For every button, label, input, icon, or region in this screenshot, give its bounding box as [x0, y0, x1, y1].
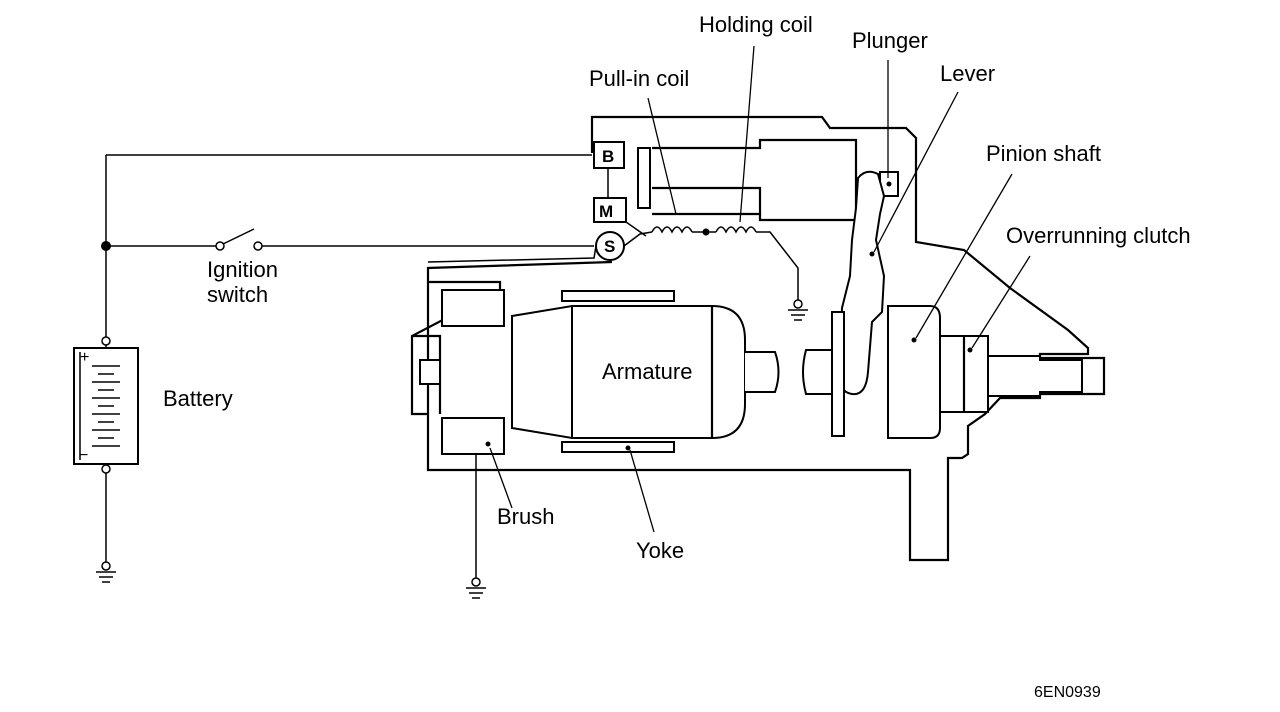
pinion-tip	[987, 355, 1083, 397]
armature-part	[511, 304, 780, 440]
overrunning-clutch-part	[939, 335, 989, 413]
coil-junction-dot	[702, 228, 710, 236]
lever-part	[838, 170, 886, 396]
coil-ground-symbol	[788, 299, 808, 321]
lever-label: Lever	[940, 61, 995, 86]
pull-in-coil-label: Pull-in coil	[589, 66, 689, 91]
holding-coil-symbol	[708, 226, 799, 300]
terminal-m-label: M	[599, 202, 613, 221]
brush-upper	[441, 289, 505, 327]
battery-ground-symbol	[96, 561, 116, 583]
brush-ground-symbol	[466, 577, 486, 599]
pinion-shaft-part	[887, 305, 941, 439]
yoke-upper	[561, 290, 675, 302]
yoke-label: Yoke	[636, 538, 684, 563]
pull-in-coil-symbol	[623, 226, 704, 247]
leader-lines	[489, 45, 1031, 533]
battery-minus-sign: −	[79, 447, 88, 464]
battery-symbol: + −	[73, 336, 139, 474]
pinion-shaft-label: Pinion shaft	[986, 141, 1101, 166]
ignition-switch-label-line1: Ignition	[207, 257, 278, 282]
solenoid	[637, 138, 858, 222]
battery-plus-sign: +	[80, 349, 89, 366]
terminal-m: M	[593, 197, 627, 223]
terminal-s-label: S	[604, 237, 615, 256]
terminal-b-label: B	[602, 147, 614, 166]
ignition-switch-label-line2: switch	[207, 282, 268, 307]
brush-lower	[441, 417, 505, 455]
terminal-b: B	[593, 141, 625, 169]
overrunning-clutch-label: Overrunning clutch	[1006, 223, 1191, 248]
armature-label: Armature	[602, 359, 692, 384]
terminal-s: S	[595, 231, 625, 261]
holding-coil-label: Holding coil	[699, 12, 813, 37]
yoke-lower	[561, 441, 675, 453]
wiring	[105, 154, 594, 566]
rear-bearing	[419, 359, 441, 385]
plunger-label: Plunger	[852, 28, 928, 53]
figure-code: 6EN0939	[1034, 684, 1101, 701]
brush-label: Brush	[497, 504, 554, 529]
battery-label: Battery	[163, 386, 233, 411]
lever-fork-plate	[831, 311, 845, 437]
junction-dot	[101, 241, 111, 251]
ignition-switch-symbol[interactable]	[215, 228, 263, 251]
